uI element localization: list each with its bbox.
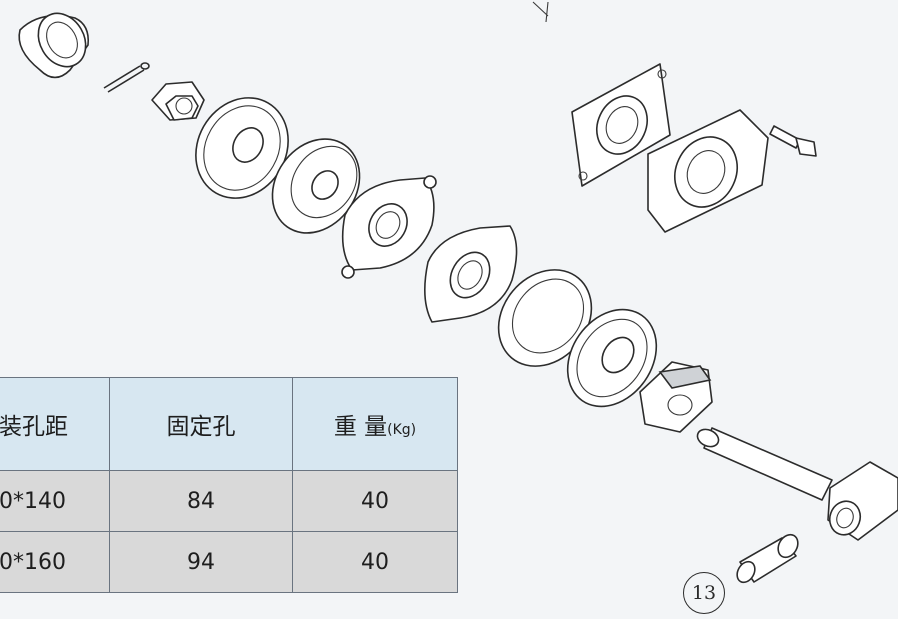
sleeve (736, 533, 799, 584)
top-mark (532, 1, 549, 23)
conical-cap (18, 12, 90, 79)
housing (647, 109, 769, 233)
ring-plate-2 (566, 308, 658, 408)
header-weight-label: 重 量 (333, 414, 388, 440)
rubber-disc-2 (497, 269, 593, 367)
hex-nut (151, 81, 205, 121)
table-row: 0*140 84 40 (0, 470, 458, 532)
cell-fixing-hole: 84 (109, 470, 293, 532)
end-block (827, 461, 898, 541)
table-row: 0*160 94 40 (0, 531, 458, 593)
mounting-plate (571, 63, 671, 187)
cell-weight: 40 (292, 531, 458, 593)
cell-fixing-hole: 94 (109, 531, 293, 593)
callout-13: 13 (683, 572, 725, 614)
clamp-block (639, 361, 713, 433)
ring-plate-1 (195, 97, 289, 199)
header-weight-unit: (Kg) (387, 422, 417, 438)
header-fixing-hole: 固定孔 (109, 377, 293, 471)
cell-weight: 40 (292, 470, 458, 532)
table-header-row: 装孔距 固定孔 重 量(Kg) (0, 377, 458, 471)
flange-plate-2 (424, 225, 518, 323)
spec-table: 装孔距 固定孔 重 量(Kg) 0*140 84 40 0*160 94 40 (0, 377, 458, 593)
shaft (696, 427, 833, 501)
cell-spacing: 0*140 (0, 470, 110, 532)
header-spacing: 装孔距 (0, 377, 110, 471)
bolt (769, 125, 817, 157)
header-weight: 重 量(Kg) (292, 377, 458, 471)
cell-spacing: 0*160 (0, 531, 110, 593)
flange-plate-1 (341, 175, 437, 279)
rubber-disc-1 (271, 138, 361, 234)
cotter-pin (103, 62, 150, 93)
